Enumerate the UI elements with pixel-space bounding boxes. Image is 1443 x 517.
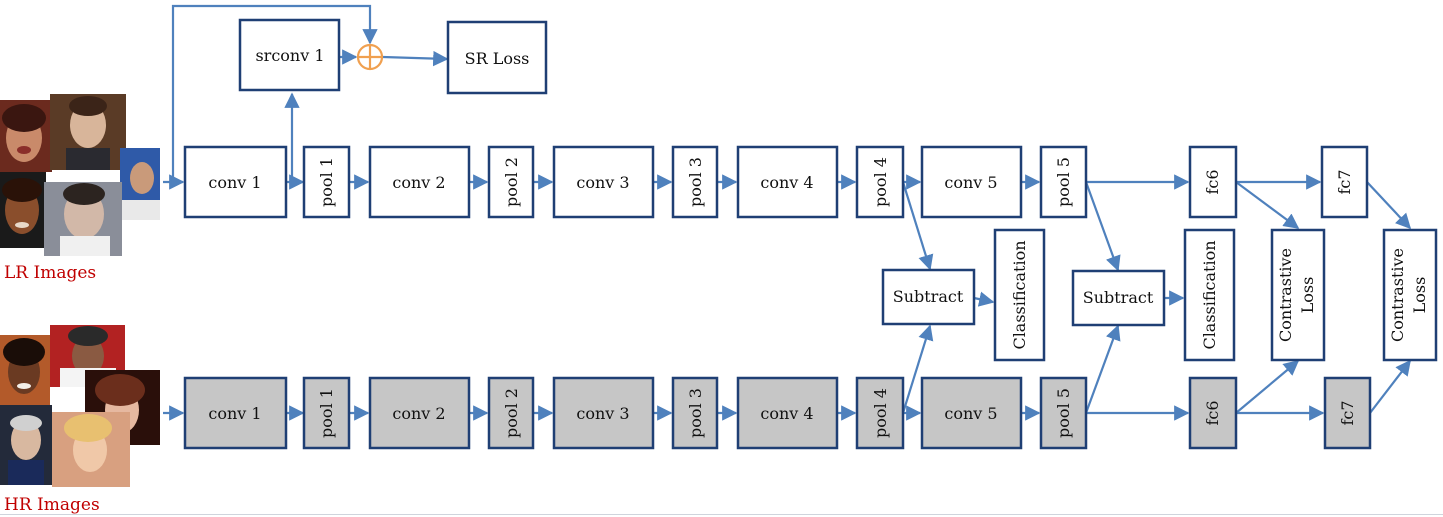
contrastive-loss1-line1: Contrastive — [1276, 248, 1295, 342]
contrastive-loss2-box: Contrastive Loss — [1382, 228, 1438, 362]
subtract1-box: Subtract — [881, 268, 976, 326]
top-conv4-label: conv 4 — [760, 173, 813, 192]
top-fc7-box: fc7 — [1320, 145, 1369, 219]
bottom-conv2-label: conv 2 — [392, 404, 445, 423]
bottom-fc7-box: fc7 — [1323, 376, 1372, 450]
lr-face-4 — [0, 172, 46, 248]
top-conv5-label: conv 5 — [944, 173, 997, 192]
sr-loss-label: SR Loss — [465, 49, 530, 68]
top-fc7-label: fc7 — [1335, 169, 1354, 194]
lr-images-label: LR Images — [4, 263, 96, 283]
contrastive-loss2-line1: Contrastive — [1388, 248, 1407, 342]
bottom-pool2-label: pool 2 — [502, 388, 521, 438]
top-conv5-box: conv 5 — [920, 145, 1023, 219]
top-pool2-label: pool 2 — [502, 157, 521, 207]
top-fc6-box: fc6 — [1188, 145, 1238, 219]
bottom-pool4-label: pool 4 — [871, 388, 890, 438]
contrastive-loss1-box: Contrastive Loss — [1270, 228, 1326, 362]
bottom-conv1-box: conv 1 — [183, 376, 288, 450]
top-pool4-box: pool 4 — [855, 145, 905, 219]
bottom-fc6-box: fc6 — [1188, 376, 1238, 450]
hr-face-4 — [0, 405, 52, 485]
hr-face-3 — [85, 370, 160, 445]
top-pool3-label: pool 3 — [686, 157, 705, 207]
top-pool2-box: pool 2 — [487, 145, 535, 219]
contrastive-loss2-line2: Loss — [1410, 277, 1429, 314]
bottom-pool3-label: pool 3 — [686, 388, 705, 438]
bottom-divider — [0, 514, 1443, 515]
subtract2-box: Subtract — [1071, 269, 1166, 327]
bottom-conv5-label: conv 5 — [944, 404, 997, 423]
classification1-box: Classification — [993, 228, 1046, 362]
edge-pool4top-subtract — [901, 181, 934, 271]
lr-face-1 — [0, 100, 52, 172]
srconv1-box: srconv 1 — [238, 18, 341, 92]
subtract1-label: Subtract — [893, 287, 964, 306]
top-pool1-label: pool 1 — [317, 157, 336, 207]
edge-fc7bot-contrastive — [1369, 359, 1411, 414]
top-conv4-box: conv 4 — [736, 145, 839, 219]
edge-subtract1-class1 — [973, 291, 995, 307]
top-fc6-label: fc6 — [1203, 169, 1222, 194]
classification2-label: Classification — [1200, 240, 1219, 349]
hr-face-1 — [0, 335, 50, 407]
lr-face-2 — [50, 94, 126, 170]
edge-pool4bot-subtract — [901, 324, 934, 414]
top-conv2-label: conv 2 — [392, 173, 445, 192]
bottom-pool1-label: pool 1 — [317, 388, 336, 438]
lr-face-3 — [120, 148, 160, 220]
top-pool5-label: pool 5 — [1054, 157, 1073, 207]
classification1-label: Classification — [1010, 240, 1029, 349]
contrastive-loss1-line2: Loss — [1298, 277, 1317, 314]
hr-face-5 — [52, 412, 130, 487]
bottom-pool5-label: pool 5 — [1054, 388, 1073, 438]
bottom-pool1-box: pool 1 — [302, 376, 351, 450]
bottom-conv1-label: conv 1 — [208, 404, 261, 423]
edge-pool5top-subtract — [1084, 181, 1121, 272]
edge-skip-to-sum — [171, 4, 378, 182]
sr-loss-box: SR Loss — [446, 20, 548, 95]
hr-images-label: HR Images — [4, 495, 100, 515]
bottom-conv5-box: conv 5 — [920, 376, 1023, 450]
edge-fc6bot-contrastive — [1235, 360, 1300, 414]
bottom-pool3-box: pool 3 — [671, 376, 719, 450]
bottom-fc7-label: fc7 — [1338, 400, 1357, 425]
edge-pool5bot-subtract — [1084, 324, 1121, 414]
top-pool4-label: pool 4 — [871, 157, 890, 207]
bottom-conv2-box: conv 2 — [368, 376, 471, 450]
top-pool3-box: pool 3 — [671, 145, 719, 219]
bottom-conv4-label: conv 4 — [760, 404, 813, 423]
classification2-box: Classification — [1183, 228, 1236, 362]
bottom-fc6-label: fc6 — [1203, 400, 1222, 425]
hr-images-thumbnails — [0, 325, 160, 487]
bottom-pool2-box: pool 2 — [487, 376, 535, 450]
subtract2-label: Subtract — [1083, 288, 1154, 307]
top-pool5-box: pool 5 — [1039, 145, 1088, 219]
top-conv1-label: conv 1 — [208, 173, 261, 192]
srconv1-label: srconv 1 — [255, 46, 324, 65]
edge-fc6top-contrastive — [1235, 181, 1300, 229]
top-conv3-box: conv 3 — [552, 145, 655, 219]
top-conv2-box: conv 2 — [368, 145, 471, 219]
top-conv3-label: conv 3 — [576, 173, 629, 192]
edge-sum-srloss — [382, 50, 449, 67]
bottom-conv3-box: conv 3 — [552, 376, 655, 450]
top-pool1-box: pool 1 — [302, 145, 351, 219]
edge-fc7top-contrastive — [1366, 181, 1412, 230]
bottom-pool4-box: pool 4 — [855, 376, 905, 450]
bottom-pool5-box: pool 5 — [1039, 376, 1088, 450]
bottom-conv4-box: conv 4 — [736, 376, 839, 450]
bottom-conv3-label: conv 3 — [576, 404, 629, 423]
lr-images-thumbnails — [0, 94, 160, 256]
lr-face-5 — [44, 182, 122, 256]
sum-node — [356, 43, 384, 71]
top-conv1-box: conv 1 — [183, 145, 288, 219]
edges — [163, 4, 1412, 421]
